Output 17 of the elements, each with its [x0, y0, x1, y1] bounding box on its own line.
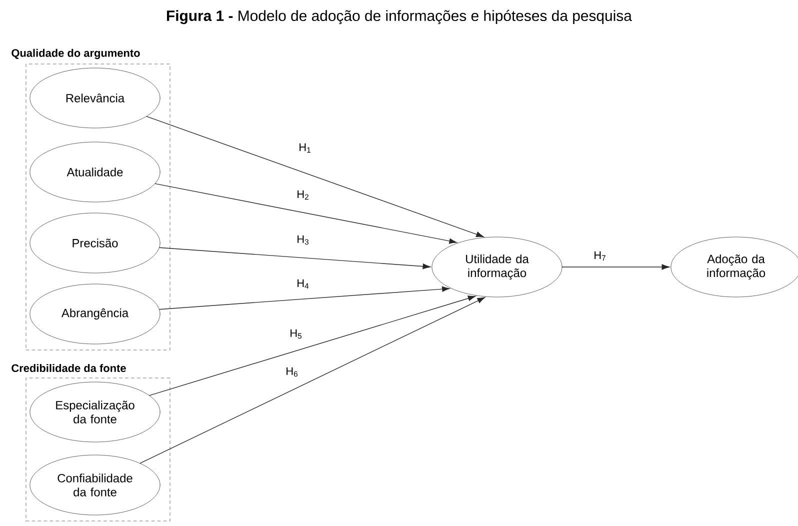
- arrow: [159, 247, 430, 270]
- arrow: [154, 183, 457, 244]
- group-heading: Qualidade do argumento: [12, 48, 140, 60]
- edge-label: H$_{5}$: [288, 328, 304, 340]
- arrow: [562, 264, 670, 270]
- figure-title: Figura 1 - Modelo de adoção de informações e hipóteses da pesquisa: [167, 10, 632, 24]
- arrow: [149, 296, 476, 396]
- group-heading: Credibilidade da fonte: [12, 364, 126, 372]
- edge-label: H$_{1}$: [298, 142, 312, 154]
- arrow: [146, 116, 484, 238]
- edge-label: H$_{3}$: [296, 234, 310, 246]
- edge-label: H$_{6}$: [284, 366, 300, 378]
- arrow: [140, 297, 486, 464]
- edge-label: H$_{4}$: [296, 278, 310, 290]
- arrow: [159, 286, 450, 310]
- edge-label: H$_{2}$: [296, 189, 310, 201]
- edge-label: H$_{7}$: [592, 250, 608, 262]
